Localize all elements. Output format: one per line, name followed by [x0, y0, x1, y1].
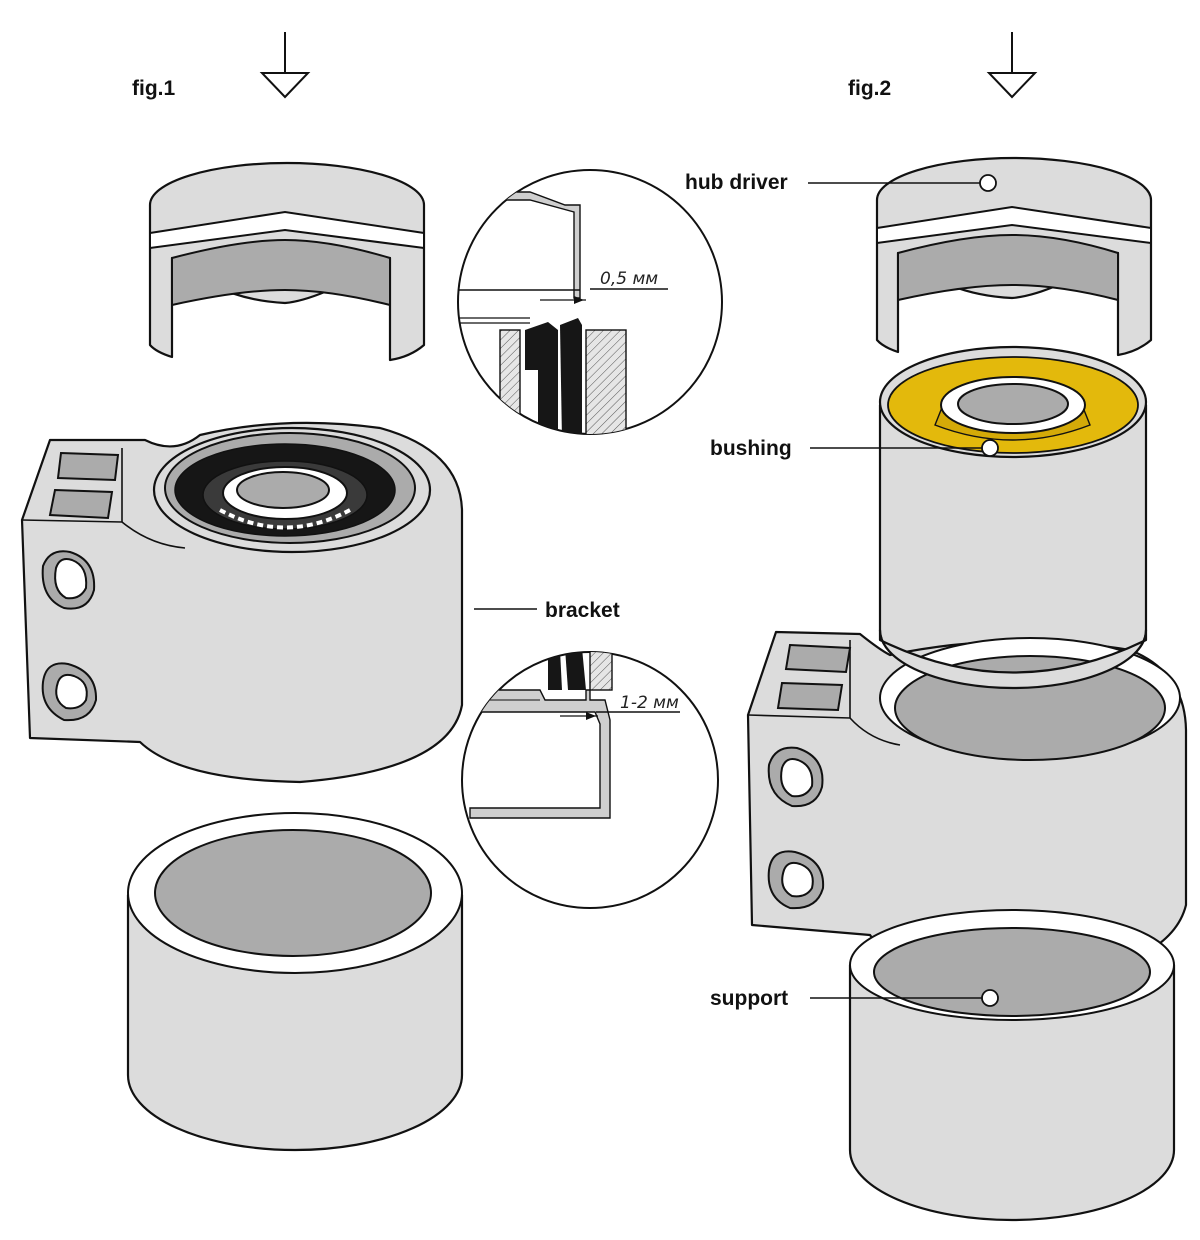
gap-top-dimension: 0,5 мм	[600, 269, 658, 289]
detail-view-bottom: 1-2 мм	[461, 651, 719, 909]
bushing-fig2	[878, 345, 1148, 690]
support-label: support	[710, 987, 788, 1010]
bracket-fig1	[20, 421, 464, 784]
bushing-label: bushing	[710, 437, 792, 460]
hub-driver-fig1	[148, 161, 426, 362]
bracket-label: bracket	[545, 599, 620, 622]
press-direction-arrow-icon	[986, 32, 1038, 99]
support-callout: support	[710, 987, 982, 1010]
press-direction-arrow-icon	[259, 32, 311, 99]
detail-view-top: 0,5 мм	[457, 169, 723, 435]
hub-driver-label: hub driver	[685, 171, 788, 194]
bracket-fig2	[746, 628, 1188, 987]
hub-driver-fig2	[875, 156, 1153, 357]
support-fig1	[126, 812, 464, 1152]
fig1-title: fig.1	[132, 77, 175, 100]
hub-driver-callout: hub driver	[685, 171, 980, 194]
gap-bottom-dimension: 1-2 мм	[620, 693, 679, 713]
fig2-title: fig.2	[848, 77, 891, 100]
bracket-callout: bracket	[474, 599, 620, 622]
support-fig2	[848, 909, 1176, 1222]
bushing-callout: bushing	[710, 437, 982, 460]
